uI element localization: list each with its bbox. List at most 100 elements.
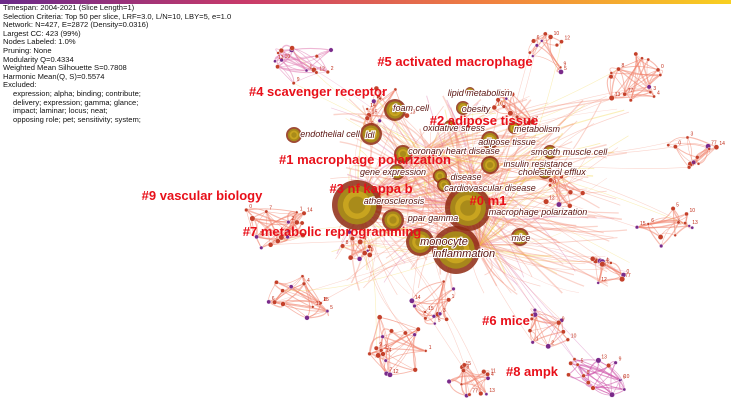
network-node [415, 326, 421, 332]
co-occurrence-link [479, 118, 567, 246]
network-node [495, 97, 501, 103]
co-occurrence-link [478, 244, 504, 253]
network-node [279, 57, 284, 63]
co-occurrence-link [531, 314, 537, 343]
co-occurrence-link [277, 52, 307, 72]
co-occurrence-link [434, 281, 445, 324]
node-number: 9 [564, 61, 567, 67]
co-occurrence-link [429, 125, 541, 151]
network-node [565, 337, 570, 342]
network-node [580, 190, 586, 196]
co-occurrence-link [574, 358, 613, 395]
node-number: 14 [386, 348, 392, 354]
co-occurrence-link [461, 383, 487, 395]
excluded-line: expression; alpha; binding; contribute; [13, 88, 141, 98]
co-occurrence-link [379, 317, 391, 375]
network-node [377, 118, 382, 123]
co-occurrence-link [479, 244, 586, 264]
co-occurrence-link [479, 244, 601, 262]
network-node [294, 219, 300, 226]
node-ring [389, 216, 397, 224]
co-occurrence-link [429, 149, 484, 189]
network-node [266, 299, 272, 305]
co-occurrence-link [359, 143, 607, 206]
network-node [530, 340, 535, 345]
co-occurrence-link [429, 149, 505, 154]
co-occurrence-link [646, 59, 651, 93]
network-size-text: Network: N=427, E=2872 (Density=0.0316) [3, 20, 149, 30]
node-number: 3 [284, 231, 287, 237]
node-ring [542, 169, 548, 175]
node-ring [486, 161, 494, 169]
keyword-label-smooth-muscle-cell: smooth muscle cell [531, 147, 609, 157]
network-node [491, 104, 497, 111]
co-occurrence-link [429, 74, 661, 151]
co-occurrence-link [429, 146, 676, 157]
network-node [347, 229, 352, 235]
network-node [696, 162, 701, 166]
network-node [499, 92, 504, 98]
node-number: 2 [331, 66, 334, 72]
node-number: 14 [719, 141, 725, 147]
node-number: 10 [624, 374, 630, 380]
network-node [568, 360, 574, 366]
node-number: 4 [491, 372, 494, 378]
network-node [361, 250, 368, 256]
keyword-label-mice: mice [511, 233, 530, 243]
co-occurrence-link [465, 104, 481, 246]
node-number: 2 [384, 344, 387, 350]
node-number: 5 [438, 318, 441, 324]
network-node [276, 51, 280, 55]
network-node [289, 45, 295, 51]
network-node [357, 238, 364, 245]
co-occurrence-link [606, 72, 613, 99]
node-number: 3 [691, 132, 694, 138]
network-node [628, 98, 633, 103]
network-node [527, 328, 533, 333]
node-number: 11 [504, 89, 509, 95]
keyword-label-inflammation: inflammation [433, 248, 495, 260]
node-number: 7 [269, 206, 272, 212]
network-node [530, 313, 534, 317]
node-number: 2 [551, 340, 554, 346]
network-node [325, 309, 330, 313]
co-occurrence-link [611, 91, 651, 99]
network-node [509, 91, 515, 98]
co-occurrence-link [479, 135, 629, 246]
node-number: 5 [676, 203, 679, 209]
network-node [618, 378, 622, 382]
co-occurrence-link [246, 209, 279, 242]
network-node [599, 261, 606, 268]
network-node [531, 38, 537, 44]
co-occurrence-link [423, 149, 433, 198]
co-occurrence-link [429, 149, 482, 162]
co-occurrence-link [618, 68, 651, 93]
co-occurrence-link [660, 213, 687, 247]
network-node [515, 114, 520, 119]
network-node [433, 321, 437, 326]
co-occurrence-link [479, 123, 595, 246]
network-node [446, 379, 452, 384]
node-number: 13 [489, 388, 495, 394]
co-occurrence-link [429, 86, 650, 151]
network-node [608, 74, 614, 80]
network-node [646, 84, 652, 90]
co-occurrence-link [346, 204, 461, 281]
network-node [543, 198, 550, 205]
network-node [484, 392, 489, 396]
network-node [267, 242, 274, 248]
node-number: 1 [300, 206, 303, 212]
node-number: 77 [472, 389, 478, 395]
keyword-node-inflammation [432, 226, 480, 274]
keyword-label-endothelial-cell: endothelial cell [300, 129, 361, 139]
network-node [685, 135, 690, 140]
co-occurrence-link [429, 98, 610, 151]
network-node [367, 252, 373, 258]
network-node [616, 66, 621, 72]
network-node [373, 345, 379, 351]
network-node [609, 261, 613, 265]
keyword-label-insulin-resistance: insulin resistance [503, 159, 572, 169]
network-node [304, 68, 309, 73]
node-number: 5 [581, 359, 584, 365]
